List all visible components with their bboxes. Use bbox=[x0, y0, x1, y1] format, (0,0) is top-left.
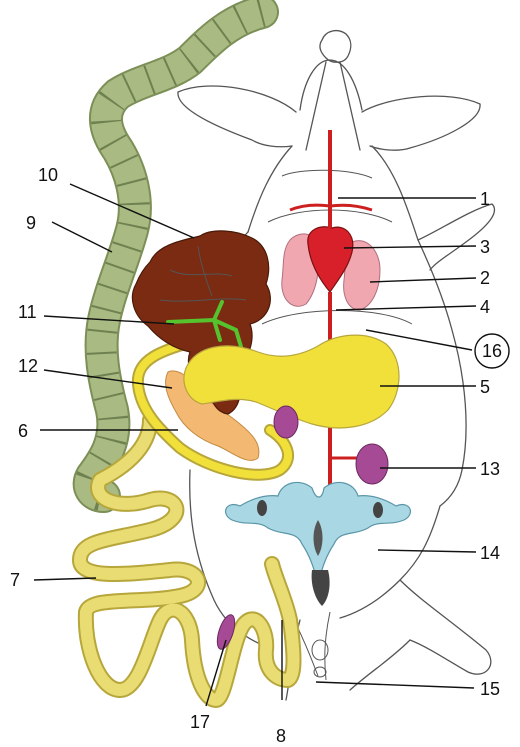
label-14: 14 bbox=[480, 543, 500, 563]
label-6: 6 bbox=[18, 421, 28, 441]
urogenital-organs bbox=[226, 482, 411, 606]
label-9: 9 bbox=[26, 213, 36, 233]
label-11: 11 bbox=[18, 302, 37, 322]
label-7: 7 bbox=[10, 570, 20, 590]
label-12: 12 bbox=[18, 356, 38, 376]
label-10: 10 bbox=[38, 165, 58, 185]
label-2: 2 bbox=[480, 268, 490, 288]
kidney-left bbox=[274, 406, 298, 438]
label-16: 16 bbox=[482, 341, 502, 361]
label-5: 5 bbox=[480, 377, 490, 397]
label-4: 4 bbox=[480, 297, 490, 317]
label-1: 1 bbox=[480, 189, 490, 209]
label-13: 13 bbox=[480, 459, 500, 479]
label-15: 15 bbox=[480, 679, 500, 699]
label-8: 8 bbox=[276, 726, 286, 746]
label-17: 17 bbox=[190, 712, 210, 732]
kidney-right bbox=[356, 444, 388, 484]
label-3: 3 bbox=[480, 237, 490, 257]
